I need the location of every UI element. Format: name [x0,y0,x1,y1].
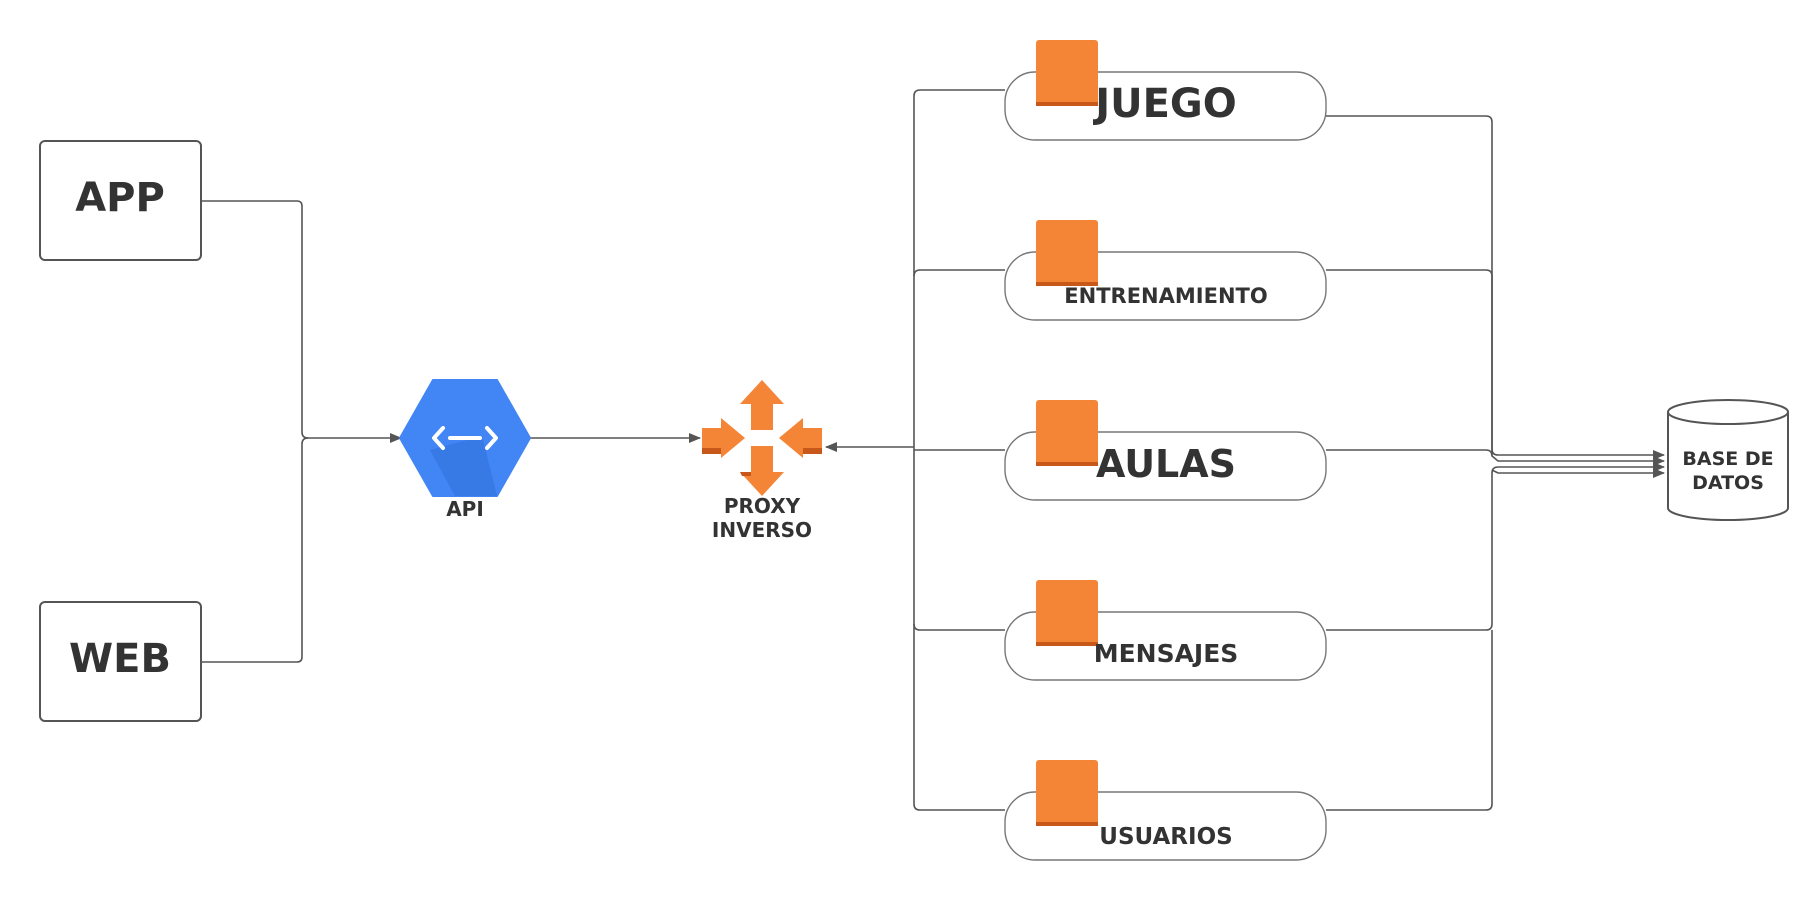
connector-web-api [201,437,309,663]
web-label: WEB [69,636,171,682]
orange-square-shadow [1036,642,1098,646]
database-label-line2: DATOS [1692,472,1764,494]
orange-square-icon [1036,580,1098,646]
service-label: JUEGO [1092,81,1237,127]
orange-square-shadow [1036,282,1098,286]
connector-entrenamiento-bus [913,269,1005,277]
connector-mensajes-bus [913,623,1005,631]
code-brackets-icon [432,426,498,450]
proxy-label-line2: INVERSO [712,518,812,542]
connector-usuarios-db [1326,630,1493,811]
proxy-label-line1: PROXY [724,494,801,518]
app-label: APP [75,175,165,221]
service-juego[interactable]: JUEGO [1004,40,1327,141]
service-label: AULAS [1096,442,1236,486]
api-node[interactable]: API [399,379,531,521]
proxy-node[interactable]: PROXY INVERSO [702,380,822,542]
orange-square-shadow [1036,822,1098,826]
connector-db-extra [1491,468,1665,478]
service-label: ENTRENAMIENTO [1064,284,1267,308]
service-mensajes[interactable]: MENSAJES [1004,580,1327,681]
service-aulas[interactable]: AULAS [1004,400,1327,501]
proxy-arrows-icon[interactable] [702,380,822,496]
connector-mensajes-db [1326,462,1665,631]
connectors [201,89,1665,811]
connector-app-api [201,200,402,443]
database-label-line1: BASE DE [1682,448,1773,470]
web-node[interactable]: WEB [39,601,202,722]
orange-square-icon [1036,40,1098,106]
api-label: API [446,497,484,521]
service-usuarios[interactable]: USUARIOS [1004,760,1327,861]
connector-juego-db [1326,115,1665,460]
database-cylinder-icon[interactable] [1667,412,1789,521]
web-box[interactable] [39,601,202,722]
orange-square-icon [1036,220,1098,286]
orange-square-icon [1036,400,1098,466]
database-node[interactable]: BASE DE DATOS [1667,399,1789,521]
service-label: USUARIOS [1099,824,1232,850]
connector-entrenamiento-db [1326,269,1493,455]
service-label: MENSAJES [1094,639,1239,668]
orange-square-icon [1036,760,1098,826]
database-cylinder-top [1667,399,1789,425]
app-node[interactable]: APP [39,140,202,261]
api-icon-shade [430,436,497,496]
service-entrenamiento[interactable]: ENTRENAMIENTO [1004,220,1327,321]
connector-aulas-db [1326,449,1665,466]
app-box[interactable] [39,140,202,261]
orange-square-shadow [1036,102,1098,106]
orange-square-shadow [1036,462,1098,466]
